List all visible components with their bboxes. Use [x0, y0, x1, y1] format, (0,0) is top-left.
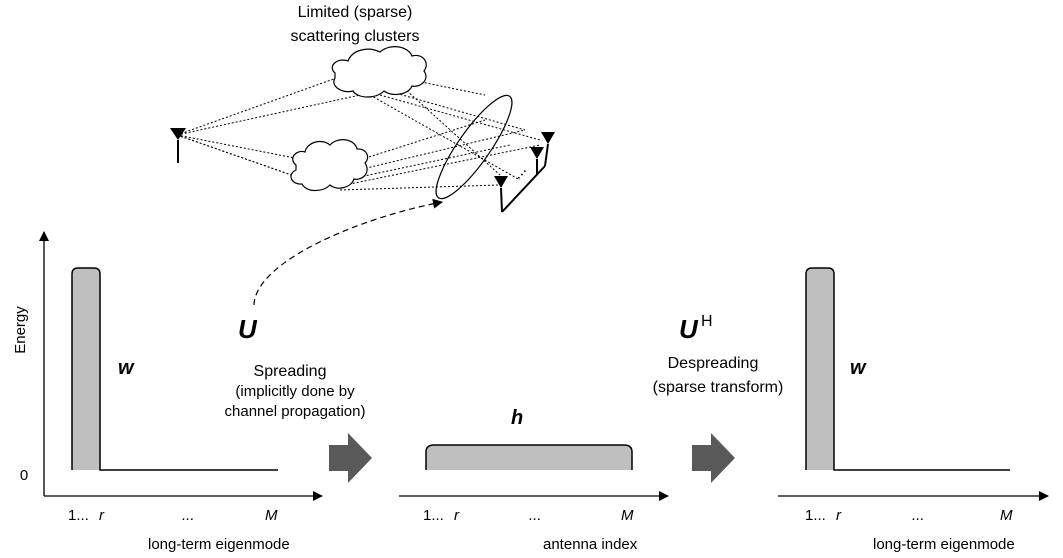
dashed-curved-arrow — [253, 198, 443, 306]
middle-tick-first: 1... — [423, 507, 444, 524]
spreading-title: Spreading — [254, 363, 327, 380]
middle-bar-label: h — [511, 407, 523, 429]
right-tick-dots: ... — [912, 507, 925, 524]
spreading-symbol: U — [238, 314, 258, 344]
scattering-cloud-bottom — [290, 139, 369, 192]
antenna-array-icon — [494, 132, 555, 213]
left-x-label: long-term eigenmode — [148, 536, 290, 553]
middle-tick-r: r — [454, 507, 460, 524]
right-energy-bar — [806, 268, 834, 470]
title-line1: Limited (sparse) — [298, 4, 413, 21]
spreading-line1: (implicitly done by — [235, 383, 355, 400]
spreading-arrow-icon — [329, 433, 372, 483]
right-tick-first: 1... — [805, 507, 826, 524]
middle-tick-M: M — [621, 507, 634, 524]
right-tick-M: M — [1000, 507, 1013, 524]
left-tick-M: M — [265, 507, 278, 524]
middle-energy-outline — [425, 444, 633, 470]
left-tick-r: r — [99, 507, 105, 524]
right-energy-outline — [805, 267, 1010, 471]
y-zero-label: 0 — [20, 467, 28, 484]
despreading-symbol: U — [679, 314, 699, 344]
left-bar-label: w — [118, 357, 135, 379]
despreading-superscript: H — [701, 313, 713, 330]
middle-energy-bar — [426, 445, 632, 470]
left-tick-first: 1... — [68, 507, 89, 524]
left-energy-bar — [72, 268, 100, 470]
transmit-antenna-icon — [170, 128, 186, 163]
spread-ellipse — [435, 94, 513, 200]
scattering-cloud-top — [331, 46, 427, 98]
left-energy-outline — [71, 267, 278, 471]
despreading-subtitle: (sparse transform) — [653, 379, 784, 396]
middle-tick-dots: ... — [529, 507, 542, 524]
right-x-label: long-term eigenmode — [873, 536, 1015, 553]
right-bar-label: w — [850, 357, 867, 379]
title-line2: scattering clusters — [291, 28, 420, 45]
y-axis-label: Energy — [12, 306, 29, 354]
despreading-title: Despreading — [668, 355, 759, 372]
despreading-arrow-icon — [692, 433, 735, 483]
middle-x-label: antenna index — [543, 536, 638, 553]
spreading-line2: channel propagation) — [225, 403, 366, 420]
array-ellipsis: ... — [508, 161, 530, 182]
right-tick-r: r — [836, 507, 842, 524]
left-tick-dots: ... — [182, 507, 195, 524]
